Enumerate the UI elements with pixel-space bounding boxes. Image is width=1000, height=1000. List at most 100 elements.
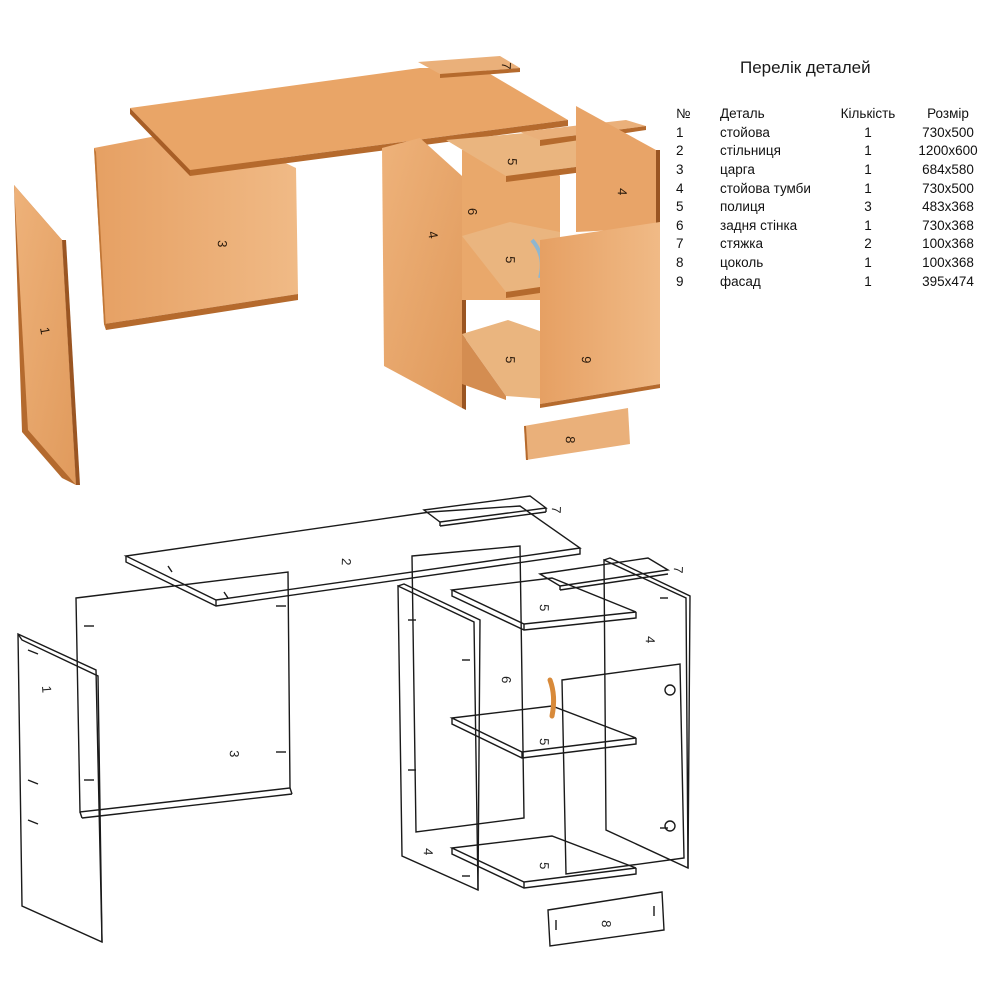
colored-part-8: 8 [524, 408, 630, 460]
colored-label-4b: 4 [615, 188, 630, 196]
wire-label-2: 2 [339, 558, 354, 566]
wire-part-5-top [449, 577, 637, 631]
row-part: стойова тумби [720, 180, 811, 196]
wire-label-5a: 5 [537, 604, 552, 612]
table-row: 7 стяжка 2 100x368 [676, 235, 988, 254]
row-size: 100x368 [922, 254, 974, 270]
row-no: 5 [676, 199, 684, 215]
wire-label-7b: 7 [671, 566, 686, 574]
row-part: цоколь [720, 254, 764, 270]
colored-part-2 [130, 68, 568, 176]
row-no: 8 [676, 254, 684, 270]
colored-part-7-top: 7 [418, 56, 520, 78]
table-row: 2 стільниця 1 1200x600 [676, 142, 988, 161]
wire-part-6 [411, 545, 525, 833]
wire-label-4b: 4 [643, 636, 658, 644]
wireframe-exploded-view: 1 3 2 7 [17, 495, 691, 947]
header-no: № [676, 106, 691, 121]
row-size: 100x368 [922, 236, 974, 252]
colored-label-6: 6 [465, 208, 480, 215]
wire-label-1: 1 [39, 685, 54, 693]
colored-label-1: 1 [37, 326, 53, 336]
row-qty: 1 [864, 161, 872, 177]
row-qty: 1 [864, 180, 872, 196]
row-size: 395x474 [922, 273, 974, 289]
row-part: задня стінка [720, 217, 798, 233]
row-no: 2 [676, 143, 684, 159]
colored-label-3: 3 [215, 240, 230, 248]
row-part: стяжка [720, 236, 763, 252]
header-size: Розмір [927, 106, 969, 121]
wire-part-4-left [397, 583, 481, 892]
table-row: 3 царга 1 684x580 [676, 160, 988, 179]
row-no: 6 [676, 217, 684, 233]
table-row: 8 цоколь 1 100x368 [676, 253, 988, 272]
row-qty: 2 [864, 236, 872, 252]
row-no: 4 [676, 180, 684, 196]
wire-label-7a: 7 [549, 506, 564, 514]
row-no: 9 [676, 273, 684, 289]
wire-label-5c: 5 [537, 862, 552, 870]
row-no: 1 [676, 124, 684, 140]
row-size: 730x500 [922, 180, 974, 196]
wire-part-2 [123, 505, 582, 607]
colored-part-3: 3 [94, 126, 298, 330]
header-part: Деталь [720, 106, 765, 121]
colored-part-4-left: 4 [382, 138, 466, 410]
colored-label-5a: 5 [505, 158, 520, 166]
colored-part-4-right: 4 [576, 106, 660, 232]
wire-label-4a: 4 [421, 848, 436, 856]
row-qty: 1 [864, 273, 872, 289]
row-size: 730x368 [922, 217, 974, 233]
wire-label-5b: 5 [537, 738, 552, 746]
row-qty: 3 [864, 199, 872, 215]
parts-table: № Деталь Кількість Розмір 1 стойова 1 730x5… [676, 104, 988, 290]
row-no: 7 [676, 236, 684, 252]
parts-table-header: № Деталь Кількість Розмір [676, 104, 988, 123]
row-size: 1200x600 [918, 143, 978, 159]
colored-label-5b: 5 [503, 256, 518, 264]
wire-label-6: 6 [499, 676, 514, 684]
colored-label-7a: 7 [499, 62, 514, 70]
wire-label-8: 8 [599, 920, 614, 928]
table-row: 4 стойова тумби 1 730x500 [676, 179, 988, 198]
table-row: 9 фасад 1 395x474 [676, 272, 988, 291]
wire-part-5-bottom [449, 835, 637, 889]
parts-table-body: 1 стойова 1 730x500 2 стільниця 1 1200x600 3 ца… [676, 123, 988, 290]
colored-part-5-bottom: 5 [462, 320, 560, 400]
row-size: 730x500 [922, 124, 974, 140]
table-row: 5 полиця 3 483x368 [676, 197, 988, 216]
row-part: полиця [720, 199, 765, 215]
wire-part-1 [17, 632, 103, 944]
row-no: 3 [676, 161, 684, 177]
colored-part-1: 1 [14, 185, 80, 485]
wire-part-3 [75, 571, 293, 819]
row-part: стойова [720, 124, 770, 140]
header-qty: Кількість [840, 106, 896, 121]
row-qty: 1 [864, 124, 872, 140]
row-qty: 1 [864, 217, 872, 233]
row-size: 684x580 [922, 161, 974, 177]
row-part: фасад [720, 273, 761, 289]
colored-label-8: 8 [563, 436, 578, 444]
row-part: царга [720, 161, 755, 177]
wire-part-5-mid [449, 705, 637, 759]
colored-exploded-view: 1 3 7 4 6 [14, 56, 660, 485]
wire-label-3: 3 [227, 750, 242, 758]
wire-part-9 [561, 663, 685, 875]
wire-part-8 [547, 891, 665, 947]
colored-part-9: 9 [540, 222, 660, 408]
door-handle [547, 677, 557, 719]
colored-label-4a: 4 [425, 230, 441, 240]
table-row: 1 стойова 1 730x500 [676, 123, 988, 142]
colored-label-9: 9 [579, 356, 594, 364]
wire-part-4-right [603, 557, 691, 870]
legend-title: Перелік деталей [740, 58, 871, 77]
wire-part-7-top [422, 495, 548, 527]
row-qty: 1 [864, 254, 872, 270]
row-size: 483x368 [922, 199, 974, 215]
row-part: стільниця [720, 143, 781, 159]
row-qty: 1 [864, 143, 872, 159]
table-row: 6 задня стінка 1 730x368 [676, 216, 988, 235]
